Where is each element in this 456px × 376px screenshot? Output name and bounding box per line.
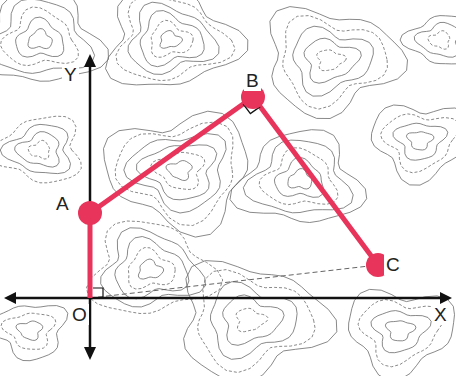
contour-line <box>236 308 268 331</box>
point-label: O <box>70 304 89 325</box>
point-label: C <box>384 254 402 275</box>
contour-line <box>160 31 182 49</box>
contour-line <box>15 132 59 167</box>
contour-line <box>1 7 79 66</box>
axis-arrow <box>84 347 96 360</box>
contour-line <box>304 38 361 83</box>
contour-line <box>400 16 456 64</box>
contour-line <box>184 261 337 376</box>
point-label: B <box>244 70 261 91</box>
contour-line <box>16 321 43 340</box>
contour-line <box>428 31 450 50</box>
contour-line <box>211 282 298 360</box>
point-label: A <box>54 193 71 214</box>
point-dot <box>78 201 102 225</box>
contour-line <box>283 16 388 110</box>
contour-line <box>198 270 316 373</box>
x-axis <box>10 297 446 300</box>
contour-line <box>0 124 70 173</box>
point-label: X <box>432 304 449 325</box>
dashed-line <box>90 265 378 298</box>
contour-line <box>393 123 448 160</box>
contour-line <box>0 0 95 73</box>
axis-arrow <box>440 292 452 304</box>
contour-line <box>349 289 455 376</box>
contour-line <box>116 0 235 81</box>
contour-line <box>128 2 219 74</box>
contour-line <box>0 0 109 81</box>
contour-line <box>104 111 248 237</box>
contour-line <box>371 105 456 185</box>
contour-line <box>140 11 204 67</box>
contour-line <box>385 321 416 341</box>
contour-line <box>16 17 64 57</box>
contour-line <box>274 157 323 197</box>
contour-line <box>243 140 353 213</box>
point-label: Y <box>62 64 79 85</box>
contour-line <box>115 237 189 299</box>
route-line <box>90 97 378 298</box>
axis-arrow <box>4 292 16 304</box>
contour-line <box>166 161 192 181</box>
contour-line <box>230 130 367 223</box>
contour-line <box>0 306 68 361</box>
contour-line <box>293 26 374 96</box>
contour-line <box>151 152 205 189</box>
contour-line <box>28 29 52 49</box>
contour-line <box>106 0 248 85</box>
axis-arrow <box>84 54 96 67</box>
contour-line <box>128 248 175 290</box>
contour-line <box>1 313 56 349</box>
contour-line <box>151 20 193 57</box>
contour-line <box>317 50 347 71</box>
contour-line <box>406 132 434 150</box>
contour-line <box>223 295 284 345</box>
contour-line <box>138 259 163 279</box>
right-angle-mark <box>93 288 103 298</box>
contour-line <box>124 134 226 213</box>
contour-line <box>0 116 81 183</box>
contour-line <box>86 221 222 314</box>
contour-line <box>28 140 49 159</box>
contour-line <box>115 122 233 226</box>
contour-line <box>371 311 431 353</box>
contour-line <box>270 7 408 119</box>
